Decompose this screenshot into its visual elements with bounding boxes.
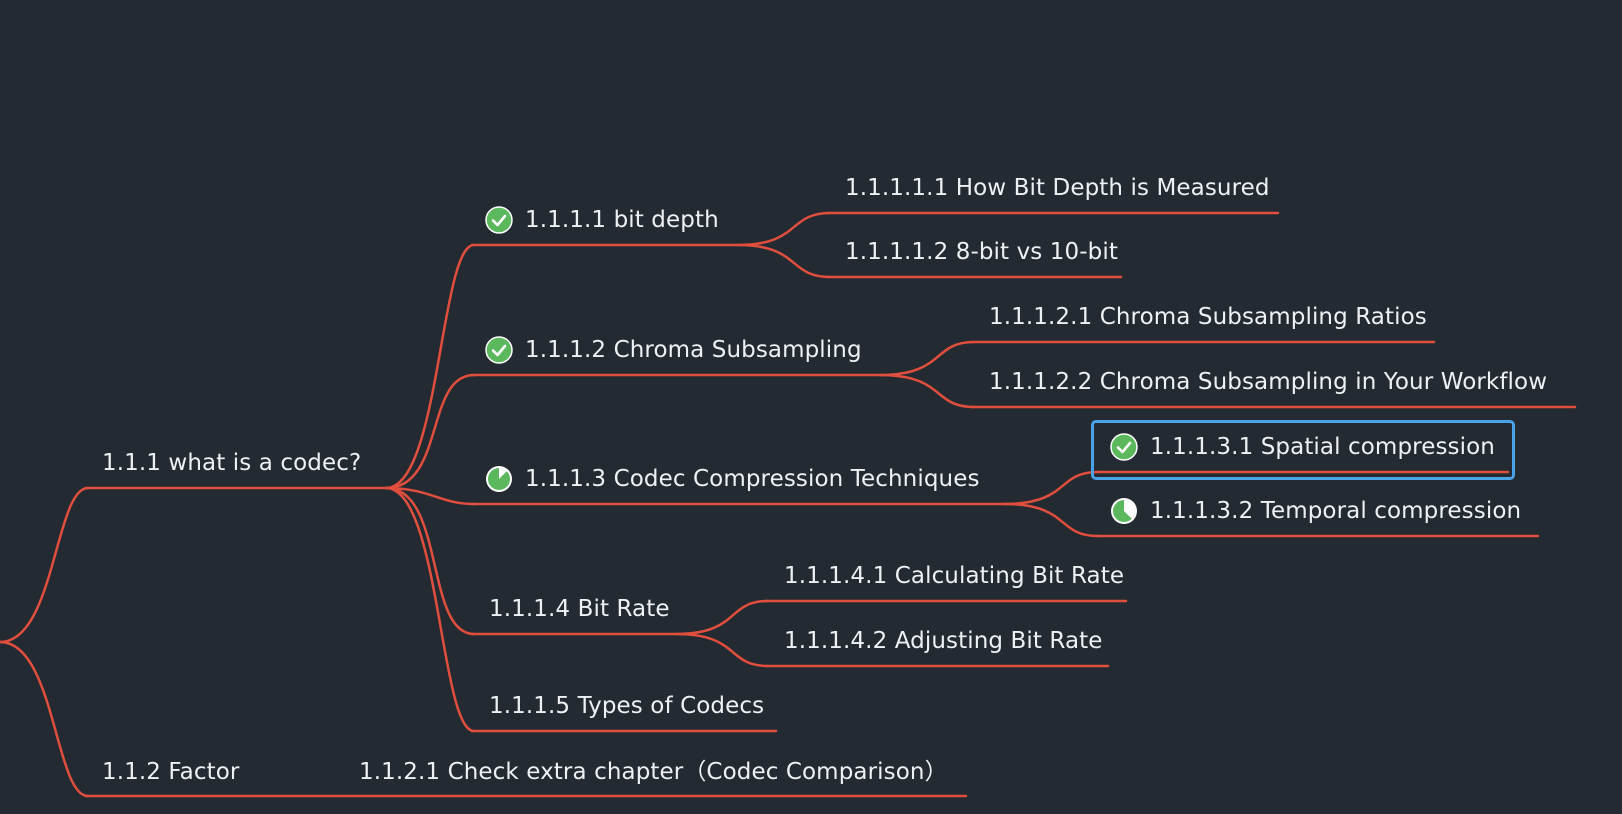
check-icon[interactable] (1110, 433, 1138, 461)
topic-1-1-1[interactable]: 1.1.1 what is a codec? (102, 448, 361, 478)
topic-label: 1.1.1.5 Types of Codecs (489, 693, 765, 719)
topic-label: 1.1.1.4.2 Adjusting Bit Rate (784, 628, 1103, 654)
progress-wedge (499, 468, 507, 479)
check-icon[interactable] (485, 336, 513, 364)
topic-label: 1.1.1.2.1 Chroma Subsampling Ratios (989, 304, 1427, 330)
branch-line (878, 340, 976, 377)
topic-label: 1.1.1.4.1 Calculating Bit Rate (784, 563, 1125, 589)
branch-line (0, 640, 90, 798)
progress-icon[interactable] (485, 465, 513, 493)
topic-1-1-1-1-1[interactable]: 1.1.1.1.1 How Bit Depth is Measured (845, 173, 1270, 203)
branch-line (674, 599, 770, 636)
branch-line (0, 486, 90, 644)
branch-line (384, 486, 476, 733)
branch-line (1002, 502, 1100, 538)
topic-label: 1.1.1.1.1 How Bit Depth is Measured (845, 175, 1270, 201)
topic-1-1-1-4[interactable]: 1.1.1.4 Bit Rate (489, 594, 670, 624)
topic-1-1-1-2-2[interactable]: 1.1.1.2.2 Chroma Subsampling in Your Wor… (989, 367, 1547, 397)
topic-label: 1.1.1.1 bit depth (525, 207, 719, 233)
topic-label: 1.1.2 Factor (102, 759, 240, 785)
topic-label: 1.1.2.1 Check extra chapter（Codec Compar… (359, 759, 948, 785)
topic-1-1-1-2[interactable]: 1.1.1.2 Chroma Subsampling (485, 335, 862, 365)
topic-label: 1.1.1.1.2 8-bit vs 10-bit (845, 239, 1118, 265)
topic-1-1-1-3-1[interactable]: 1.1.1.3.1 Spatial compression (1110, 432, 1495, 462)
topic-label: 1.1.1 what is a codec? (102, 450, 362, 476)
topic-label: 1.1.1.2.2 Chroma Subsampling in Your Wor… (989, 369, 1548, 395)
topic-1-1-1-3[interactable]: 1.1.1.3 Codec Compression Techniques (485, 464, 980, 494)
topic-1-1-1-3-2[interactable]: 1.1.1.3.2 Temporal compression (1110, 496, 1521, 526)
topic-1-1-1-4-1[interactable]: 1.1.1.4.1 Calculating Bit Rate (784, 561, 1124, 591)
progress-wedge (1124, 500, 1136, 519)
check-icon[interactable] (485, 206, 513, 234)
branch-line (1002, 470, 1100, 506)
topic-1-1-2-1[interactable]: 1.1.2.1 Check extra chapter（Codec Compar… (359, 757, 948, 787)
branch-line (384, 373, 476, 490)
topic-label: 1.1.1.2 Chroma Subsampling (525, 337, 862, 363)
branch-line (384, 486, 476, 506)
topic-1-1-1-1-2[interactable]: 1.1.1.1.2 8-bit vs 10-bit (845, 237, 1118, 267)
topic-label: 1.1.1.3.2 Temporal compression (1150, 498, 1522, 524)
topic-1-1-1-2-1[interactable]: 1.1.1.2.1 Chroma Subsampling Ratios (989, 302, 1427, 332)
branch-line (384, 486, 476, 636)
branch-line (384, 243, 476, 490)
topic-1-1-1-5[interactable]: 1.1.1.5 Types of Codecs (489, 691, 764, 721)
branch-line (878, 373, 976, 409)
topic-label: 1.1.1.3 Codec Compression Techniques (525, 466, 980, 492)
branch-line (674, 632, 770, 668)
topic-label: 1.1.1.4 Bit Rate (489, 596, 670, 622)
topic-1-1-1-4-2[interactable]: 1.1.1.4.2 Adjusting Bit Rate (784, 626, 1103, 656)
topic-label: 1.1.1.3.1 Spatial compression (1150, 434, 1495, 460)
topic-1-1-1-1[interactable]: 1.1.1.1 bit depth (485, 205, 719, 235)
branch-line (736, 211, 832, 247)
progress-icon[interactable] (1110, 497, 1138, 525)
topic-1-1-2[interactable]: 1.1.2 Factor (102, 757, 239, 787)
branch-line (736, 243, 832, 279)
